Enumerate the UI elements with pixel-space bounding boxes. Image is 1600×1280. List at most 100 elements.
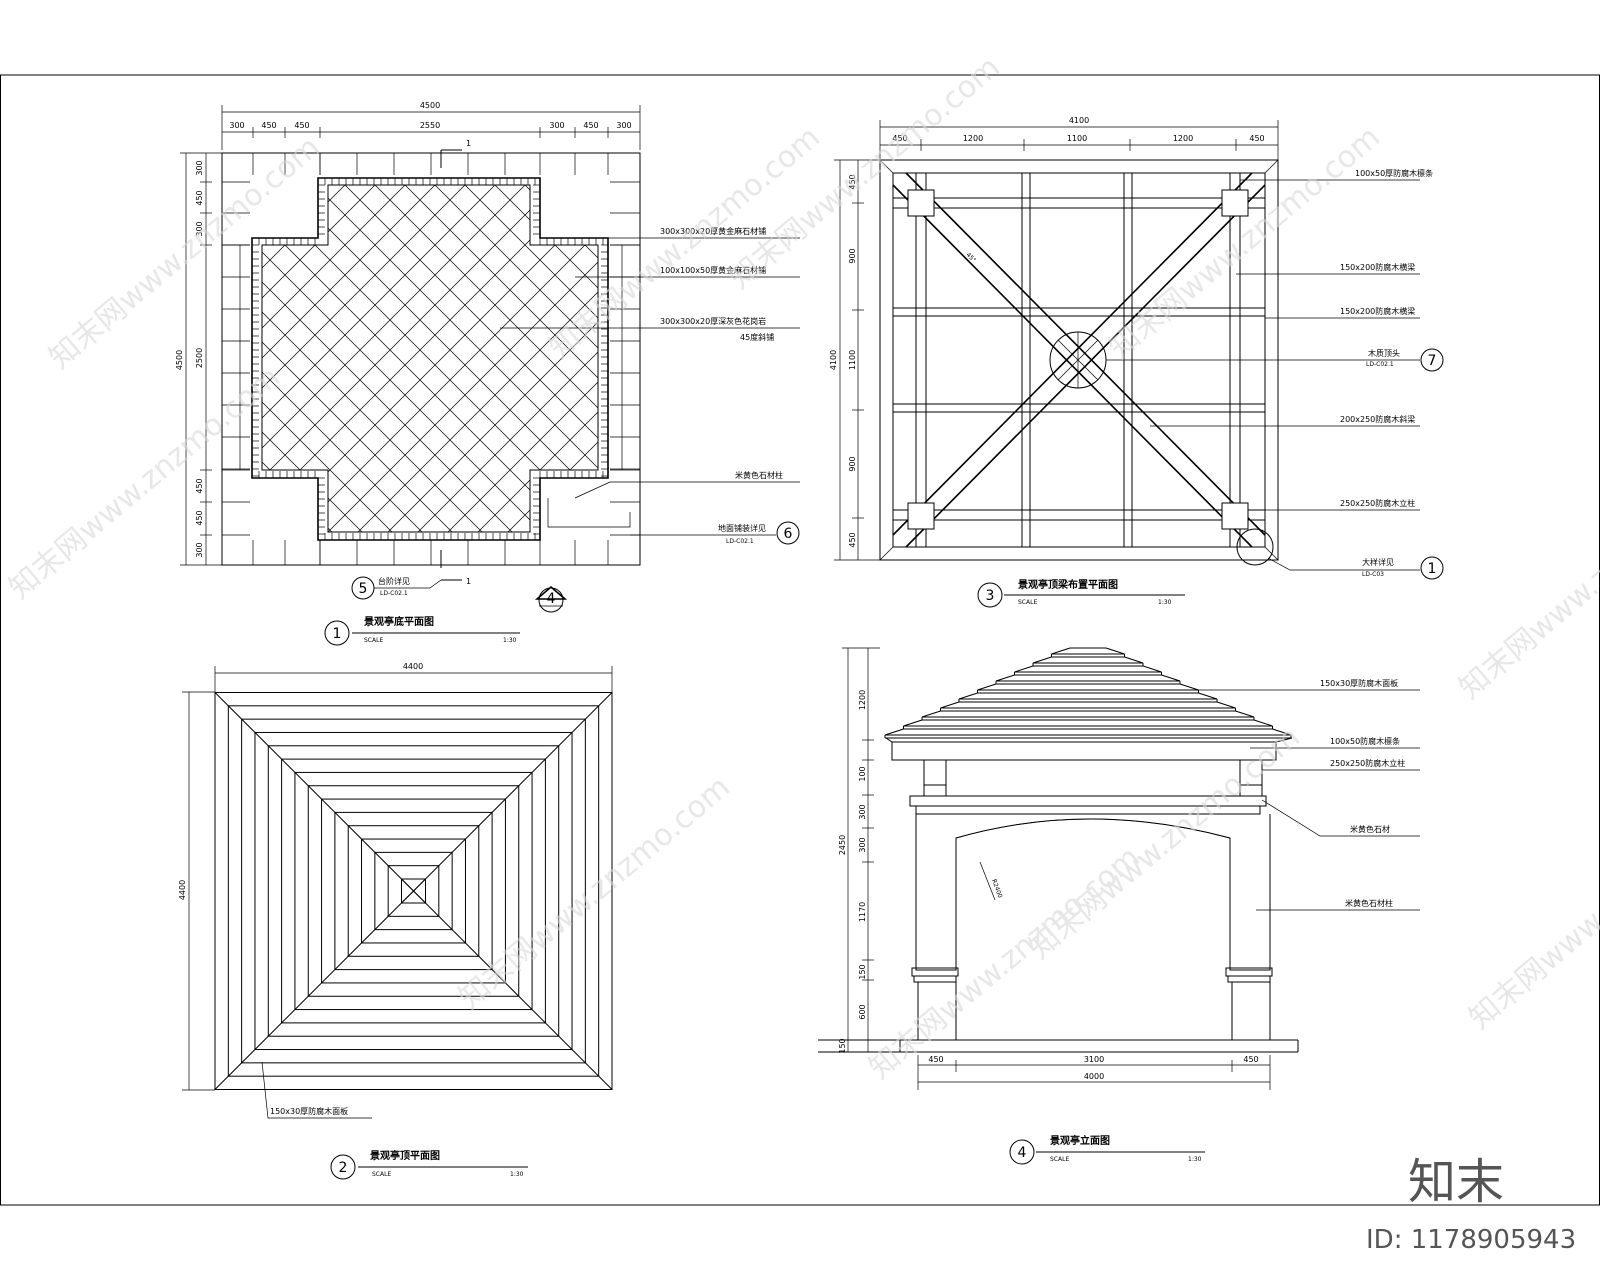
v4-dim-left-3: 300 — [858, 804, 867, 819]
view2-scale: 1:30 — [510, 1171, 524, 1178]
view1-title: 景观亭底平面图 — [364, 615, 434, 628]
view4-title: 景观亭立面图 — [1050, 1134, 1110, 1147]
image-id-label: ID: 1178905943 — [1366, 1225, 1576, 1255]
v1-ref5-number: 5 — [359, 581, 368, 597]
v4-dim-left-7: 600 — [858, 1004, 867, 1019]
beam-layout-view: 4100 450 1200 1100 1200 450 450 900 4100… — [829, 116, 1444, 608]
v3-note-1: 100x50厚防腐木檩条 — [1355, 168, 1433, 178]
v3-dim-left-5: 450 — [848, 532, 857, 547]
v1-note-5: 米黄色石材柱 — [735, 470, 783, 480]
elevation-view: 1200 100 300 2450 300 1170 150 600 150 — [818, 647, 1420, 1165]
view2-title: 景观亭顶平面图 — [370, 1149, 440, 1162]
v1-note-2: 100x100x50厚黄金麻石材铺 — [660, 265, 766, 275]
watermark-text: 知末网www.znzmo.com — [453, 770, 737, 1016]
watermark-text: 知末网www.znzmo.com — [1103, 120, 1387, 366]
view1-scale-label: SCALE — [364, 637, 383, 644]
v3-dim-top-3: 1100 — [1067, 134, 1087, 143]
dim-left-1: 300 — [195, 160, 204, 175]
v1-note-4: 45度斜铺 — [740, 332, 774, 342]
v3-dim-top-1: 450 — [892, 134, 907, 143]
watermark-text: 知末网www.znzmo.com — [1463, 790, 1600, 1036]
brand-logo: 知末 — [1408, 1154, 1504, 1210]
dim-left-7: 300 — [195, 542, 204, 557]
v3-note-6: 250x250防腐木立柱 — [1340, 498, 1415, 508]
dim-overall-top: 4500 — [420, 101, 440, 110]
view1-scale: 1:30 — [503, 637, 517, 644]
dim-left-2: 450 — [195, 190, 204, 205]
v3-ref7-code: LD-C02.1 — [1366, 361, 1394, 368]
v3-note-7: 大样详见 — [1362, 557, 1394, 567]
v4-note-5: 米黄色石材柱 — [1345, 898, 1393, 908]
v1-note-3: 300x300x20厚深灰色花岗岩 — [660, 316, 766, 326]
dim-top-7: 300 — [616, 121, 631, 130]
roof-plan-view: 4400 4400 150x30厚防腐木面板 2 景观亭顶平面图 SCALE 1… — [178, 662, 613, 1180]
v3-note-3: 150x200防腐木横梁 — [1340, 306, 1415, 316]
section-mark-top: 1 — [466, 139, 471, 148]
v3-dim-left-overall: 4100 — [829, 350, 838, 370]
v4-dim-left-8: 150 — [838, 1038, 847, 1053]
v3-angle-label: 45° — [965, 251, 977, 263]
watermark-text: 知末网www.znzmo.com — [863, 840, 1147, 1086]
v3-dim-left-1: 450 — [848, 174, 857, 189]
view4-scale: 1:30 — [1188, 1156, 1202, 1163]
dim-top-1: 300 — [229, 121, 244, 130]
view3-scale-label: SCALE — [1018, 599, 1037, 606]
view2-scale-label: SCALE — [372, 1171, 391, 1178]
floor-plan-view: 4500 300 450 450 2550 300 450 300 4500 3… — [175, 101, 800, 646]
v4-dim-bottom-1: 450 — [928, 1055, 943, 1064]
view4-scale-label: SCALE — [1050, 1156, 1069, 1163]
v4-dim-left-5: 1170 — [858, 902, 867, 922]
v2-dim-left: 4400 — [178, 880, 187, 900]
dim-left-3: 300 — [195, 221, 204, 236]
v3-dim-top-overall: 4100 — [1069, 116, 1089, 125]
v3-dim-top-2: 1200 — [963, 134, 983, 143]
v1-ref5-code: LD-C02.1 — [380, 590, 408, 597]
v3-dim-left-4: 900 — [848, 456, 857, 471]
section-mark-bottom: 1 — [466, 577, 471, 586]
v1-note-1: 300x300x20厚黄金麻石材铺 — [660, 226, 766, 236]
v4-dim-bottom-overall: 4000 — [1084, 1072, 1104, 1081]
dim-top-6: 450 — [583, 121, 598, 130]
v1-ref6-number: 6 — [784, 526, 793, 542]
view3-title: 景观亭顶梁布置平面图 — [1018, 578, 1118, 591]
north-mark: 4 — [547, 591, 556, 607]
dim-top-3: 450 — [294, 121, 309, 130]
v3-dim-top-4: 1200 — [1173, 134, 1193, 143]
dim-left-5: 450 — [195, 478, 204, 493]
v3-note-5: 200x250防腐木斜梁 — [1340, 414, 1415, 424]
v1-ref5-label: 台阶详见 — [378, 576, 410, 586]
v2-note: 150x30厚防腐木面板 — [270, 1106, 348, 1116]
v2-dim-top: 4400 — [403, 662, 423, 671]
watermark-text: 知末网www.znzmo.com — [3, 360, 287, 606]
view3-number: 3 — [986, 588, 995, 604]
v1-ref6-code: LD-C02.1 — [726, 538, 754, 545]
v3-dim-top-5: 450 — [1249, 134, 1264, 143]
view1-number: 1 — [333, 626, 342, 642]
v3-ref7-number: 7 — [1428, 353, 1437, 369]
dim-top-4: 2550 — [420, 121, 440, 130]
view2-number: 2 — [339, 1160, 348, 1176]
v3-dim-left-3: 1100 — [848, 350, 857, 370]
v4-dim-left-overall: 2450 — [838, 835, 847, 855]
v4-dim-bottom-2: 3100 — [1084, 1055, 1104, 1064]
v4-note-1: 150x30厚防腐木面板 — [1320, 678, 1398, 688]
dim-left-6: 450 — [195, 510, 204, 525]
v3-dim-left-2: 900 — [848, 248, 857, 263]
v4-dim-left-1: 1200 — [858, 690, 867, 710]
watermark-layer: 知末网www.znzmo.com 知末网www.znzmo.com 知末网www.z… — [3, 50, 1600, 1086]
v4-dim-left-6: 150 — [858, 964, 867, 979]
v4-dim-bottom-3: 450 — [1243, 1055, 1258, 1064]
v3-ref1-number: 1 — [1428, 561, 1437, 577]
v1-note-6: 地面铺装详见 — [718, 523, 766, 533]
v3-note-2: 150x200防腐木横梁 — [1340, 262, 1415, 272]
v3-ref1-code: LD-C03 — [1362, 571, 1384, 578]
view3-scale: 1:30 — [1158, 599, 1172, 606]
v4-dim-left-2: 100 — [858, 766, 867, 781]
v4-dim-left-4: 300 — [858, 837, 867, 852]
view4-number: 4 — [1018, 1145, 1027, 1161]
v4-note-4: 米黄色石材 — [1350, 824, 1390, 834]
v4-note-3: 250x250防腐木立柱 — [1330, 758, 1405, 768]
v3-note-4: 木质顶头 — [1368, 348, 1400, 358]
dim-overall-left: 4500 — [175, 350, 184, 370]
